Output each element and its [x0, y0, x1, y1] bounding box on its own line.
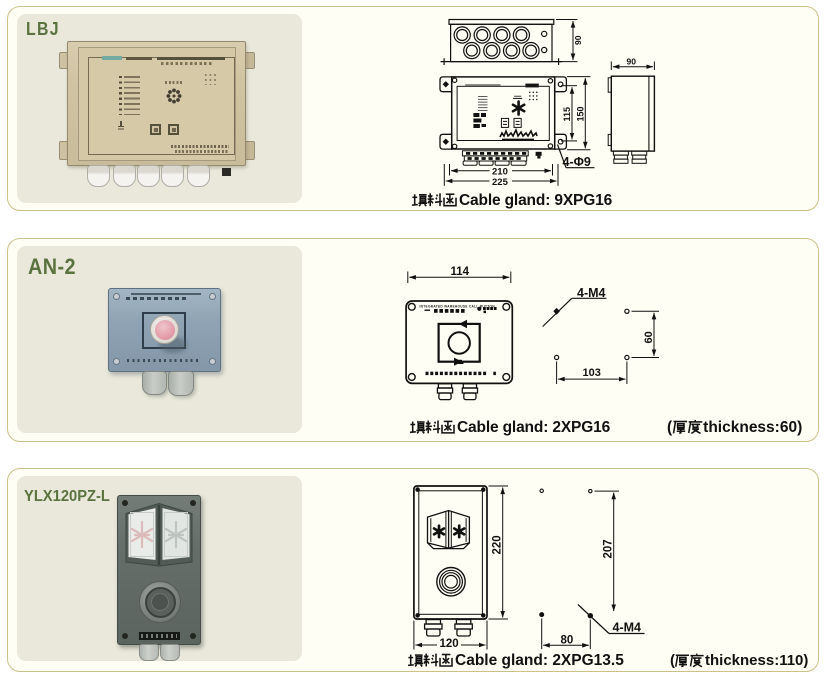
- svg-text:4-M4: 4-M4: [577, 286, 606, 300]
- svg-text:225: 225: [492, 177, 509, 188]
- svg-text:90: 90: [627, 57, 637, 67]
- svg-text:60: 60: [643, 331, 655, 343]
- svg-text:80: 80: [561, 635, 574, 647]
- svg-text:115: 115: [562, 107, 572, 122]
- svg-text:4-M4: 4-M4: [613, 621, 642, 635]
- svg-text:4-Φ9: 4-Φ9: [563, 155, 591, 169]
- svg-text:150: 150: [575, 106, 585, 121]
- svg-text:90: 90: [573, 35, 583, 45]
- svg-text:120: 120: [440, 638, 459, 650]
- svg-text:INTEGRATED WAREHOUSE CALL BUTT: INTEGRATED WAREHOUSE CALL BUTTON: [420, 305, 496, 309]
- svg-text:114: 114: [451, 266, 470, 278]
- svg-text:210: 210: [492, 167, 508, 178]
- svg-text:207: 207: [602, 539, 614, 558]
- svg-text:103: 103: [583, 367, 601, 379]
- svg-text:220: 220: [491, 535, 503, 554]
